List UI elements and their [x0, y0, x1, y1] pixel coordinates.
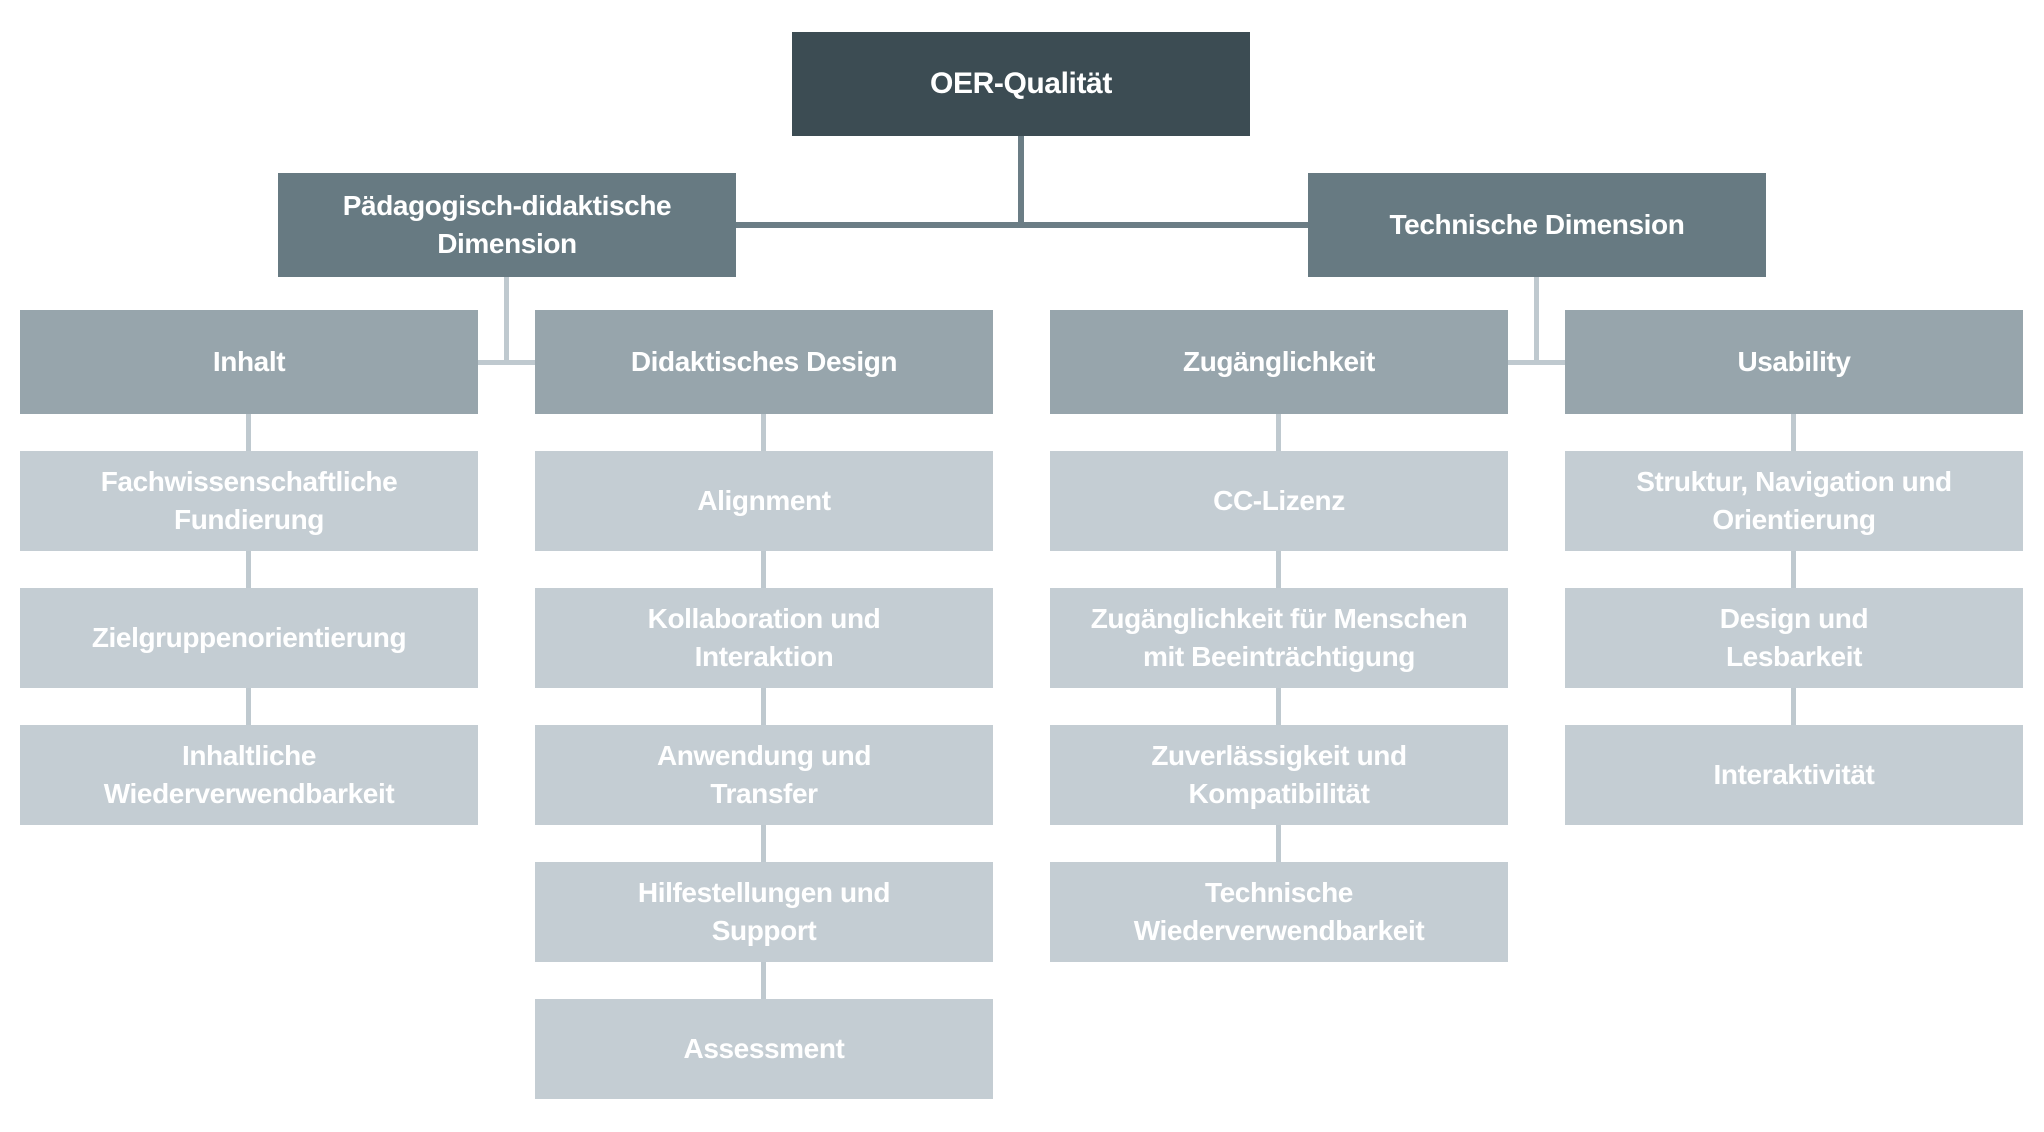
connector-root-vertical [1018, 136, 1024, 228]
connector-dimension1-vertical [504, 277, 509, 365]
connector-col2-gap1 [761, 414, 766, 451]
connector-col2-gap5 [761, 962, 766, 999]
item-box-technische-wiederverwendbarkeit: Technische Wiederverwendbarkeit [1050, 862, 1508, 962]
item-box-hilfestellungen-und-support: Hilfestellungen und Support [535, 862, 993, 962]
item-box-assessment: Assessment [535, 999, 993, 1099]
connector-col3-gap2 [1276, 551, 1281, 588]
item-box-interaktivitaet: Interaktivität [1565, 725, 2023, 825]
item-box-cc-lizenz: CC-Lizenz [1050, 451, 1508, 551]
connector-dimension1-horizontal [478, 360, 535, 365]
connector-col1-gap1 [246, 414, 251, 451]
item-box-kollaboration-und-interaktion: Kollaboration und Interaktion [535, 588, 993, 688]
column-header-usability: Usability [1565, 310, 2023, 414]
root-box-oer-qualitaet: OER-Qualität [792, 32, 1250, 136]
dimension-box-technisch: Technische Dimension [1308, 173, 1766, 277]
item-box-design-und-lesbarkeit: Design und Lesbarkeit [1565, 588, 2023, 688]
column-header-inhalt: Inhalt [20, 310, 478, 414]
connector-col4-gap1 [1791, 414, 1796, 451]
connector-col1-gap3 [246, 688, 251, 725]
dimension-box-paedagogisch-didaktisch: Pädagogisch-didaktische Dimension [278, 173, 736, 277]
item-box-alignment: Alignment [535, 451, 993, 551]
item-box-zugaenglichkeit-fuer-menschen: Zugänglichkeit für Menschen mit Beeinträ… [1050, 588, 1508, 688]
item-box-zuverlaessigkeit-und-kompatibilitaet: Zuverlässigkeit und Kompatibilität [1050, 725, 1508, 825]
item-box-anwendung-und-transfer: Anwendung und Transfer [535, 725, 993, 825]
connector-col2-gap4 [761, 825, 766, 862]
connector-dimension2-horizontal [1508, 360, 1565, 365]
item-box-zielgruppenorientierung: Zielgruppenorientierung [20, 588, 478, 688]
connector-dimension2-vertical [1534, 277, 1539, 365]
connector-col4-gap3 [1791, 688, 1796, 725]
item-box-inhaltliche-wiederverwendbarkeit: Inhaltliche Wiederverwendbarkeit [20, 725, 478, 825]
connector-col3-gap4 [1276, 825, 1281, 862]
connector-root-horizontal [735, 222, 1308, 228]
connector-col3-gap1 [1276, 414, 1281, 451]
column-header-didaktisches-design: Didaktisches Design [535, 310, 993, 414]
connector-col4-gap2 [1791, 551, 1796, 588]
connector-col2-gap2 [761, 551, 766, 588]
connector-col3-gap3 [1276, 688, 1281, 725]
connector-col2-gap3 [761, 688, 766, 725]
item-box-fachwissenschaftliche-fundierung: Fachwissenschaftliche Fundierung [20, 451, 478, 551]
column-header-zugaenglichkeit: Zugänglichkeit [1050, 310, 1508, 414]
item-box-struktur-navigation-orientierung: Struktur, Navigation und Orientierung [1565, 451, 2023, 551]
connector-col1-gap2 [246, 551, 251, 588]
